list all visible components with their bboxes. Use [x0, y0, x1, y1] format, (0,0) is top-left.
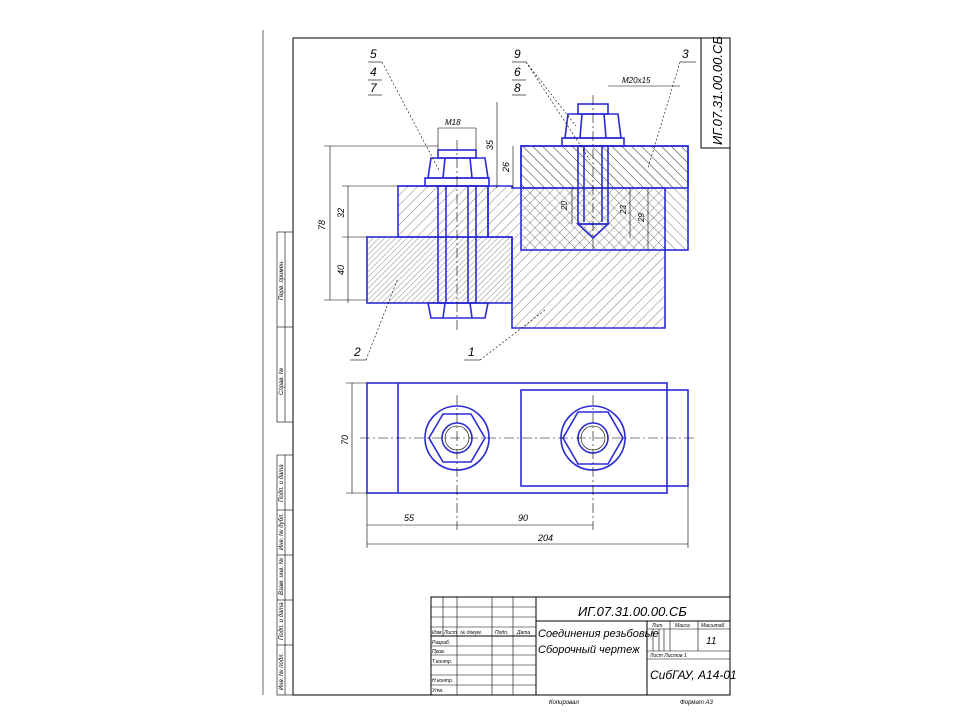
dim-32: 32 — [336, 208, 346, 218]
dim-35: 35 — [485, 139, 495, 150]
hdr-nkontr: Н.контр. — [432, 678, 453, 684]
callout-7: 7 — [370, 81, 378, 95]
stamp-inv-podl: Инв. № подл. — [278, 653, 285, 690]
stamp-podp-data-2: Подп. и дата — [279, 602, 285, 640]
title-line-2: Сборочный чертеж — [538, 644, 640, 656]
hdr-razrab: Разраб. — [432, 640, 450, 646]
hdr-tkontr: Т.контр. — [432, 659, 452, 665]
callout-3: 3 — [682, 47, 689, 61]
organization: СибГАУ, А14-01 — [650, 668, 737, 682]
callout-8: 8 — [514, 81, 521, 95]
stamp-vzam-inv: Взам. инв. № — [278, 557, 285, 595]
title-drawing-code: ИГ.07.31.00.00.СБ — [578, 604, 687, 619]
callout-2: 2 — [353, 345, 361, 359]
stamp-perv-primen: Перв. примен. — [279, 260, 285, 300]
stamp-inv-dubl: Инв. № дубл. — [278, 513, 285, 550]
rotated-code-box: ИГ.07.31.00.00.СБ — [700, 36, 731, 149]
stamp-sprav: Справ. № — [278, 367, 285, 395]
dim-90: 90 — [518, 513, 528, 523]
sheet-frame — [262, 30, 731, 696]
copied-label: Копировал — [549, 700, 579, 706]
callout-9: 9 — [514, 47, 521, 61]
front-dimensions: 78 32 40 35 26 20 23 29 М18 М20х15 — [317, 76, 680, 303]
stamp-podp-data-1: Подп. и дата — [279, 464, 285, 502]
hdr-scale: Масштаб — [701, 623, 725, 629]
hdr-sign: Подп. — [495, 630, 508, 636]
dim-29: 29 — [637, 213, 646, 223]
hdr-izm: Изм. — [432, 630, 443, 636]
dim-204: 204 — [537, 533, 553, 543]
dim-55: 55 — [404, 513, 415, 523]
callout-6: 6 — [514, 65, 521, 79]
callout-4: 4 — [370, 65, 377, 79]
sheet-number: 11 — [706, 636, 716, 647]
dim-20: 20 — [560, 201, 569, 211]
hdr-lit: Лит. — [651, 623, 664, 629]
callout-1: 1 — [468, 345, 475, 359]
plan-dimensions: 70 55 90 204 — [340, 382, 689, 548]
callouts: 5 4 7 9 6 8 3 2 1 — [350, 47, 696, 361]
dim-thread-m18: М18 — [445, 118, 461, 127]
dim-26: 26 — [501, 162, 511, 173]
plan-view — [360, 382, 695, 530]
dim-70: 70 — [340, 435, 350, 445]
dim-40: 40 — [336, 265, 346, 275]
front-section-view — [366, 95, 689, 330]
hdr-prov: Пров. — [432, 649, 445, 655]
title-block: ИГ.07.31.00.00.СБ Изм. Лист № докум. Под… — [430, 596, 737, 696]
hdr-date: Дата — [516, 630, 530, 636]
hdr-list: Лист — [443, 630, 457, 636]
hdr-utv: Утв. — [432, 688, 443, 694]
dim-thread-m20x15: М20х15 — [622, 76, 651, 85]
format-label: Формат А3 — [680, 700, 713, 706]
hdr-mass: Масса — [675, 623, 690, 629]
side-stamp: Перв. примен. Справ. № Подп. и дата Инв.… — [276, 231, 294, 696]
hdr-doc: № докум. — [460, 630, 482, 636]
title-line-1: Соединения резьбовые — [538, 628, 659, 640]
dim-23: 23 — [619, 205, 628, 215]
sheet-info: Лист Листов 1 — [649, 653, 687, 659]
callout-5: 5 — [370, 47, 377, 61]
part-2-block — [366, 236, 513, 304]
rotated-drawing-code: ИГ.07.31.00.00.СБ — [710, 36, 725, 145]
dim-78: 78 — [317, 220, 327, 230]
